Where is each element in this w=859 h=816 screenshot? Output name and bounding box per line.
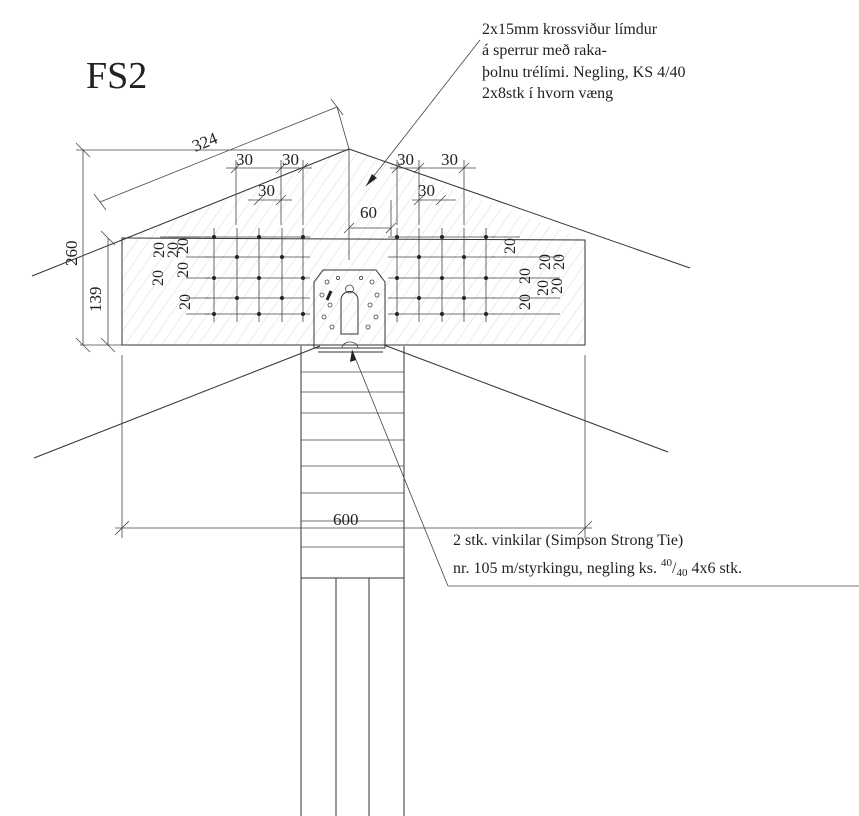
bracket-note: 2 stk. vinkilar (Simpson Strong Tie) nr.… <box>453 532 742 579</box>
edge-left-5: 20 <box>177 294 194 310</box>
spacing-right-2: 30 <box>441 150 458 169</box>
rafter-bottom-left <box>33 345 321 459</box>
dim-gap-label: 60 <box>360 203 377 222</box>
edge-left-2: 20 <box>151 242 168 258</box>
edge-left-4: 20 <box>175 262 192 278</box>
edge-left-6: 20 <box>175 238 192 254</box>
nail-grid-right <box>388 228 495 322</box>
spacing-left-3: 30 <box>258 181 275 200</box>
plywood-note: 2x15mm krossviður límdur á sperrur með r… <box>482 21 686 102</box>
gusset-plate <box>122 149 585 345</box>
spacing-left-1: 30 <box>236 150 253 169</box>
bracket-note-line-1: 2 stk. vinkilar (Simpson Strong Tie) <box>453 532 683 549</box>
bracket-leader-arrow <box>350 350 356 362</box>
spacing-right-1: 30 <box>397 150 414 169</box>
spacing-dims-right: 30 30 30 <box>390 150 476 225</box>
plywood-note-line-3: þolnu trélími. Negling, KS 4/40 <box>482 64 686 81</box>
spacing-right-3: 30 <box>418 181 435 200</box>
spacing-left-2: 30 <box>282 150 299 169</box>
nail-grid-left <box>205 228 310 322</box>
dimension-height-total: 260 <box>62 142 349 353</box>
dim-height-gusset-label: 139 <box>86 287 105 313</box>
simpson-bracket <box>313 269 386 353</box>
bracket-note-prefix: nr. 105 m/styrkingu, negling ks. <box>453 560 661 577</box>
edge-right-7: 20 <box>549 278 566 294</box>
dim-slope-label: 324 <box>189 128 220 155</box>
plywood-note-line-2: á sperrur með raka- <box>482 42 607 59</box>
edge-right-3: 20 <box>517 268 534 284</box>
edge-left-3: 20 <box>165 242 182 258</box>
edge-dims-left: 20 20 20 20 20 20 <box>150 236 210 315</box>
edge-right-2: 20 <box>517 294 534 310</box>
edge-right-5: 20 <box>535 280 552 296</box>
bracket-note-frac-den: 40 <box>676 567 688 579</box>
drawing-title: FS2 <box>86 55 147 97</box>
plywood-note-line-4: 2x8stk í hvorn væng <box>482 85 613 102</box>
dimension-height-gusset: 139 <box>80 230 122 353</box>
bracket-note-frac-slash: / <box>672 560 677 577</box>
dim-width-label: 600 <box>333 510 359 529</box>
dimension-width: 600 <box>114 355 593 538</box>
dimension-gap: 60 <box>343 200 397 236</box>
rafter-top-right <box>348 148 691 269</box>
spacing-dims-left: 30 30 30 <box>226 150 312 225</box>
rafter-top-left <box>31 148 350 277</box>
bracket-note-frac-num: 40 <box>661 557 673 569</box>
rafter-bottom-right <box>383 344 669 453</box>
gusset-outline <box>121 237 586 346</box>
edge-left-1: 20 <box>150 270 167 286</box>
edge-right-1: 20 <box>502 238 519 254</box>
bracket-note-line-2: nr. 105 m/styrkingu, negling ks. 40/40 4… <box>453 557 742 579</box>
edge-right-4: 20 <box>537 254 554 270</box>
edge-dims-right: 20 20 20 20 20 20 20 <box>492 236 568 315</box>
edge-right-6: 20 <box>551 254 568 270</box>
bracket-leader <box>351 349 449 587</box>
bracket-note-suffix: 4x6 stk. <box>687 560 742 577</box>
post <box>300 346 405 816</box>
plywood-note-line-1: 2x15mm krossviður límdur <box>482 21 658 38</box>
dim-height-total-label: 260 <box>62 241 81 267</box>
